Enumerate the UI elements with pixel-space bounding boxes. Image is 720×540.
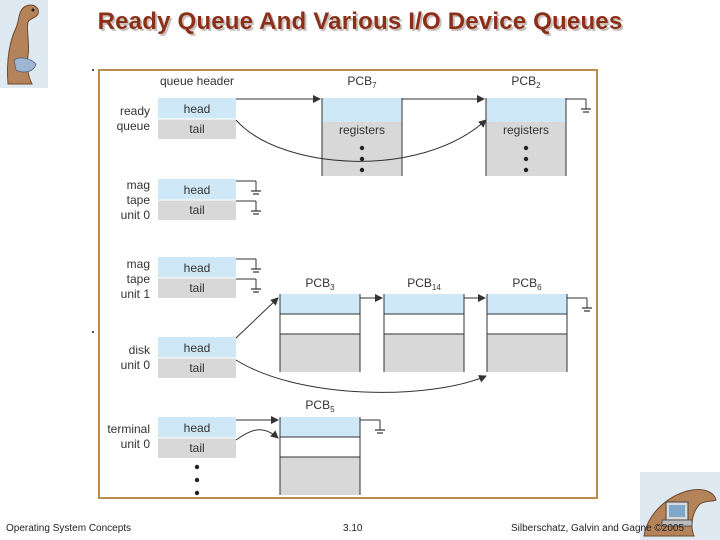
pcb3-label: PCB3 [305,276,335,292]
queue-tail-label: tail [189,361,204,375]
terminal-tail-arrow [235,429,279,441]
slide-title-text: Ready Queue And Various I/O Device Queue… [97,8,623,35]
queue-head-cell [158,257,236,278]
footer-page-number: 3.10 [343,523,363,534]
pcb7-dot [359,167,365,173]
queue-tail-cell [158,200,236,220]
queue-tail-label: tail [189,441,204,455]
queue-name-label: terminal [107,422,150,436]
pcb7-label: PCB7 [347,74,377,90]
queue-name-label: unit 0 [121,437,151,451]
queue-name-label: mag [127,178,150,192]
queue-tail-cell [158,358,236,378]
more-queues-dot [194,490,200,496]
footer-course: Operating System Concepts [6,523,132,534]
tape1-tail-ground [236,278,261,293]
pcb2-top [486,98,566,122]
queue-name-label: unit 1 [121,287,151,301]
pcb2-null-ground [566,98,591,113]
queue-name-label: queue [117,119,151,133]
bullet-dot [92,69,94,71]
dinosaur-computer-icon [640,472,720,540]
pcb5-top [280,417,360,437]
pcb7-registers-label: registers [339,123,385,137]
pcb2-registers-label: registers [503,123,549,137]
disk-head-arrow [235,297,279,339]
pcb6-body [487,334,567,372]
pcb7-dot [359,156,365,162]
tape0-head-ground [236,180,261,195]
ready-tail-arrow [235,119,487,162]
queue-name-label: mag [127,257,150,271]
queue-name-label: disk [129,343,151,357]
pcb6-null-ground [567,297,592,312]
queue-head-cell [158,337,236,358]
pcb7-top [322,98,402,122]
pcb3-top [280,294,360,314]
queue-tail-label: tail [189,122,204,136]
pcb2-dot [523,145,529,151]
queue-tail-cell [158,438,236,458]
pcb6-top [487,294,567,314]
pcb14-body [384,334,464,372]
queue-head-label: head [184,102,211,116]
pcb5-body [280,457,360,495]
bullet-dot [92,331,94,333]
pcb3-body [280,334,360,372]
queue-name-label: ready [120,104,150,118]
pcb7-dot [359,145,365,151]
more-queues-dot [194,477,200,483]
pcb3-mid [280,314,360,334]
queue-head-cell [158,417,236,438]
pcb14-mid [384,314,464,334]
pcb14-top [384,294,464,314]
queue-name-label: unit 0 [121,358,151,372]
pcb6-mid [487,314,567,334]
queue-tail-label: tail [189,203,204,217]
queue-tail-cell [158,278,236,298]
more-queues-dot [194,464,200,470]
tape0-tail-ground [236,200,261,215]
queue-header-label: queue header [160,74,234,88]
queue-name-label: tape [127,272,151,286]
queue-head-label: head [184,183,211,197]
pcb6-label: PCB6 [512,276,542,292]
queue-head-cell [158,98,236,119]
queue-head-label: head [184,261,211,275]
queue-head-cell [158,179,236,200]
pcb2-dot [523,156,529,162]
pcb5-mid [280,437,360,457]
pcb14-label: PCB14 [407,276,441,292]
pcb2-dot [523,167,529,173]
tape1-head-ground [236,258,261,273]
pcb5-label: PCB5 [305,398,335,414]
queue-tail-cell [158,119,236,139]
footer-copyright: Silberschatz, Galvin and Gagne ©2005 [511,523,685,534]
disk-tail-arrow [235,359,487,393]
slide-title-shadow: Ready Queue And Various I/O Device Queue… [99,10,625,37]
pcb2-label: PCB2 [511,74,541,90]
queue-name-label: unit 0 [121,208,151,222]
dinosaur-logo-icon [0,0,48,88]
slide-title: Ready Queue And Various I/O Device Queue… [0,8,720,37]
queue-head-label: head [184,341,211,355]
queue-name-label: tape [127,193,151,207]
queue-head-label: head [184,421,211,435]
queue-tail-label: tail [189,281,204,295]
pcb5-null-ground [360,419,385,434]
